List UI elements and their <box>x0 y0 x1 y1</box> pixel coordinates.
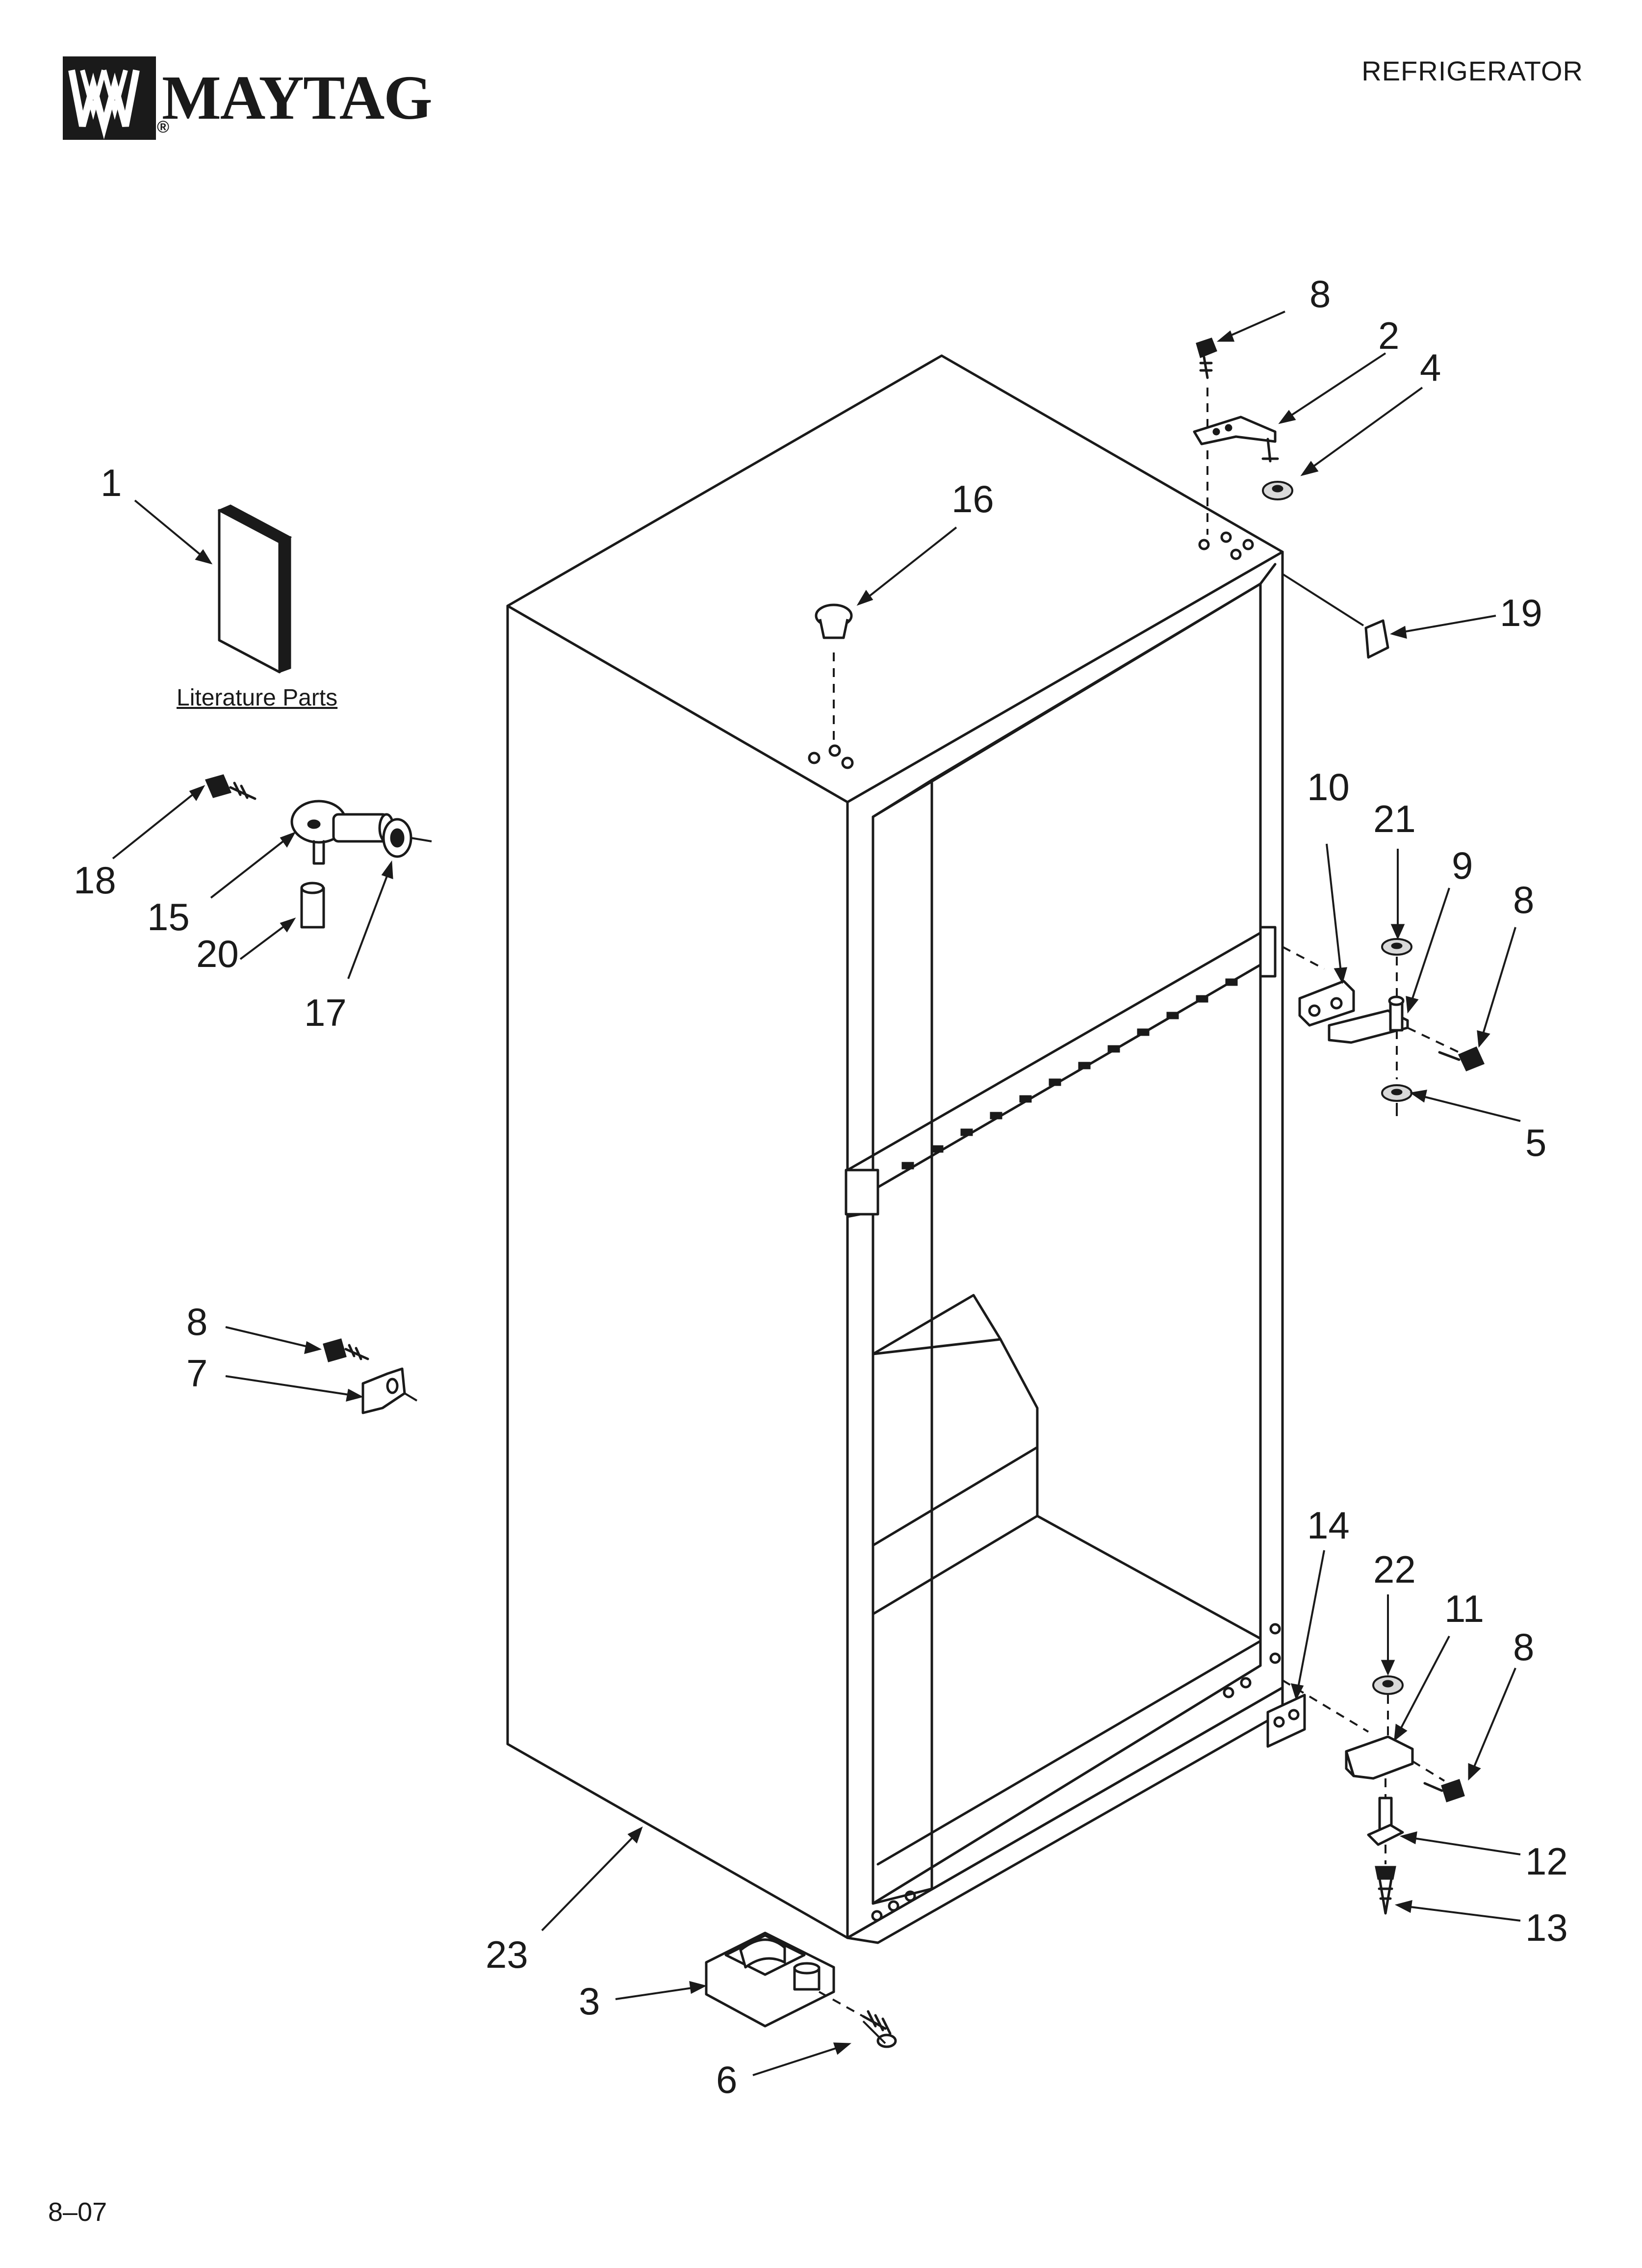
maytag-logo-icon <box>63 56 156 140</box>
callout-14: 14 <box>1307 1504 1350 1547</box>
literature-parts-label: Literature Parts <box>177 685 338 711</box>
roller-assembly <box>705 1931 897 2048</box>
brand-name: MAYTAG <box>162 63 433 132</box>
callout-4: 4 <box>1420 346 1441 389</box>
registered-mark: ® <box>157 118 170 136</box>
callout-23: 23 <box>486 1933 528 1976</box>
callout-9: 9 <box>1452 844 1473 887</box>
callout-19: 19 <box>1500 591 1542 634</box>
callout-5: 5 <box>1525 1121 1547 1164</box>
center-hinge-assembly <box>1282 938 1485 1116</box>
revision-code: 8–07 <box>48 2197 107 2227</box>
top-hinge-hardware <box>1193 338 1293 535</box>
callout-20: 20 <box>196 932 239 975</box>
callout-6: 6 <box>716 2058 738 2101</box>
leader-lines <box>112 311 1521 2076</box>
callout-15: 15 <box>147 895 190 938</box>
cabinet-body <box>506 354 1284 1944</box>
callout-8-low: 8 <box>1513 1625 1535 1668</box>
callout-1: 1 <box>101 461 122 504</box>
callout-21: 21 <box>1373 797 1416 840</box>
callout-18: 18 <box>74 859 116 902</box>
callout-7: 7 <box>186 1352 208 1395</box>
page-title: REFRIGERATOR <box>1361 55 1583 86</box>
callout-16: 16 <box>951 477 994 521</box>
callout-2: 2 <box>1378 314 1400 357</box>
left-hinge-assembly <box>205 774 432 929</box>
clip-icon <box>1282 573 1389 659</box>
plug-icon <box>815 603 853 743</box>
bottom-hinge-assembly <box>1266 1675 1465 1915</box>
callout-13: 13 <box>1525 1906 1568 1949</box>
left-door-stop-assembly <box>323 1338 418 1414</box>
literature-parts-icon <box>217 504 292 674</box>
callout-12: 12 <box>1525 1840 1568 1883</box>
callout-11: 11 <box>1444 1587 1484 1630</box>
callout-8-top: 8 <box>1309 272 1331 315</box>
callout-8-mid: 8 <box>1513 878 1535 921</box>
callout-17: 17 <box>304 991 347 1034</box>
callout-22: 22 <box>1373 1548 1416 1591</box>
callout-8-left: 8 <box>186 1300 208 1343</box>
callout-10: 10 <box>1307 765 1350 808</box>
callout-3: 3 <box>579 1980 600 2023</box>
